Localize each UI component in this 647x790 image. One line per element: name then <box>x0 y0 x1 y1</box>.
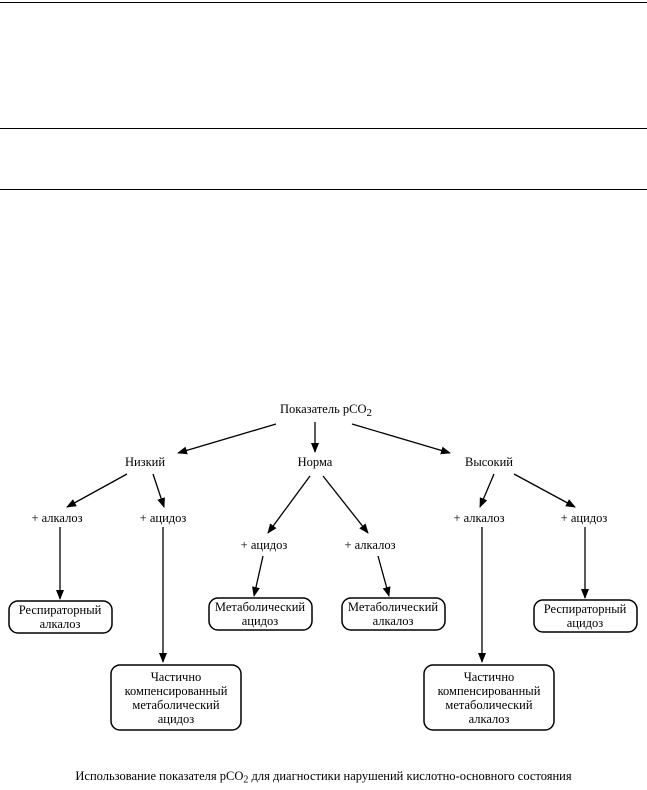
arrow-low-to-acidosis <box>152 473 165 508</box>
outcome-line: Частично <box>151 670 202 684</box>
node-high-acidosis: + ацидоз <box>561 511 608 525</box>
top-rule <box>0 2 647 3</box>
outcome-met-acidosis: Метаболический ацидоз <box>208 597 313 631</box>
outcome-line: алкалоз <box>40 617 81 631</box>
caption-subscript: 2 <box>243 774 249 786</box>
arrow-normal-alkalosis-to-met-alkalosis <box>377 555 391 597</box>
outcome-line: Метаболический <box>215 600 305 614</box>
outcome-line: Метаболический <box>348 600 438 614</box>
arrow-high-to-acidosis <box>513 473 576 508</box>
arrow-normal-to-alkalosis <box>322 475 369 534</box>
arrow-high-to-alkalosis <box>479 473 495 508</box>
outcome-resp-acidosis: Респираторный ацидоз <box>533 599 638 633</box>
node-low: Низкий <box>125 455 165 469</box>
node-normal-alkalosis: + алкалоз <box>344 538 395 552</box>
node-high-alkalosis: + алкалоз <box>453 511 504 525</box>
outcome-part-comp-met-acidosis: Частично компенсированный метаболический… <box>110 664 242 731</box>
outcome-box <box>341 597 446 631</box>
arrow-normal-to-acidosis <box>267 475 311 534</box>
outcome-line: компенсированный <box>438 684 541 698</box>
outcome-box <box>8 600 113 634</box>
node-high: Высокий <box>465 455 513 469</box>
arrow-root-to-high <box>351 423 451 455</box>
node-low-alkalosis: + алкалоз <box>31 511 82 525</box>
outcome-line: компенсированный <box>125 684 228 698</box>
figure-caption: Использование показателя pCO2 для диагно… <box>0 768 647 789</box>
arrow-normal-acidosis-to-met-acidosis <box>252 555 264 597</box>
lower-rule <box>0 189 647 190</box>
arrow-low-to-alkalosis <box>66 473 128 508</box>
outcome-met-alkalosis: Метаболический алкалоз <box>341 597 446 631</box>
node-normal: Норма <box>298 455 333 469</box>
outcome-part-comp-met-alkalosis: Частично компенсированный метаболический… <box>423 664 555 731</box>
outcome-line: ацидоз <box>567 616 604 630</box>
outcome-line: ацидоз <box>158 712 195 726</box>
outcome-box <box>110 664 242 731</box>
outcome-box <box>533 599 638 633</box>
outcome-box <box>208 597 313 631</box>
outcome-line: ацидоз <box>242 614 279 628</box>
outcome-line: метаболический <box>132 698 219 712</box>
caption-text-before: Использование показателя pCO <box>75 769 244 783</box>
outcome-line: Частично <box>464 670 515 684</box>
middle-rule <box>0 128 647 129</box>
caption-text-after: для диагностики нарушений кислотно-основ… <box>248 769 572 783</box>
arrows <box>56 422 589 663</box>
arrow-root-to-low <box>177 423 277 455</box>
outcome-line: Респираторный <box>544 602 627 616</box>
outcome-line: метаболический <box>445 698 532 712</box>
outcome-line: Респираторный <box>19 603 102 617</box>
outcome-line: алкалоз <box>469 712 510 726</box>
node-low-acidosis: + ацидоз <box>140 511 187 525</box>
root-node: Показатель pCO2 <box>280 402 372 419</box>
outcome-line: алкалоз <box>373 614 414 628</box>
outcome-resp-alkalosis: Респираторный алкалоз <box>8 600 113 634</box>
outcome-box <box>423 664 555 731</box>
node-normal-acidosis: + ацидоз <box>241 538 288 552</box>
